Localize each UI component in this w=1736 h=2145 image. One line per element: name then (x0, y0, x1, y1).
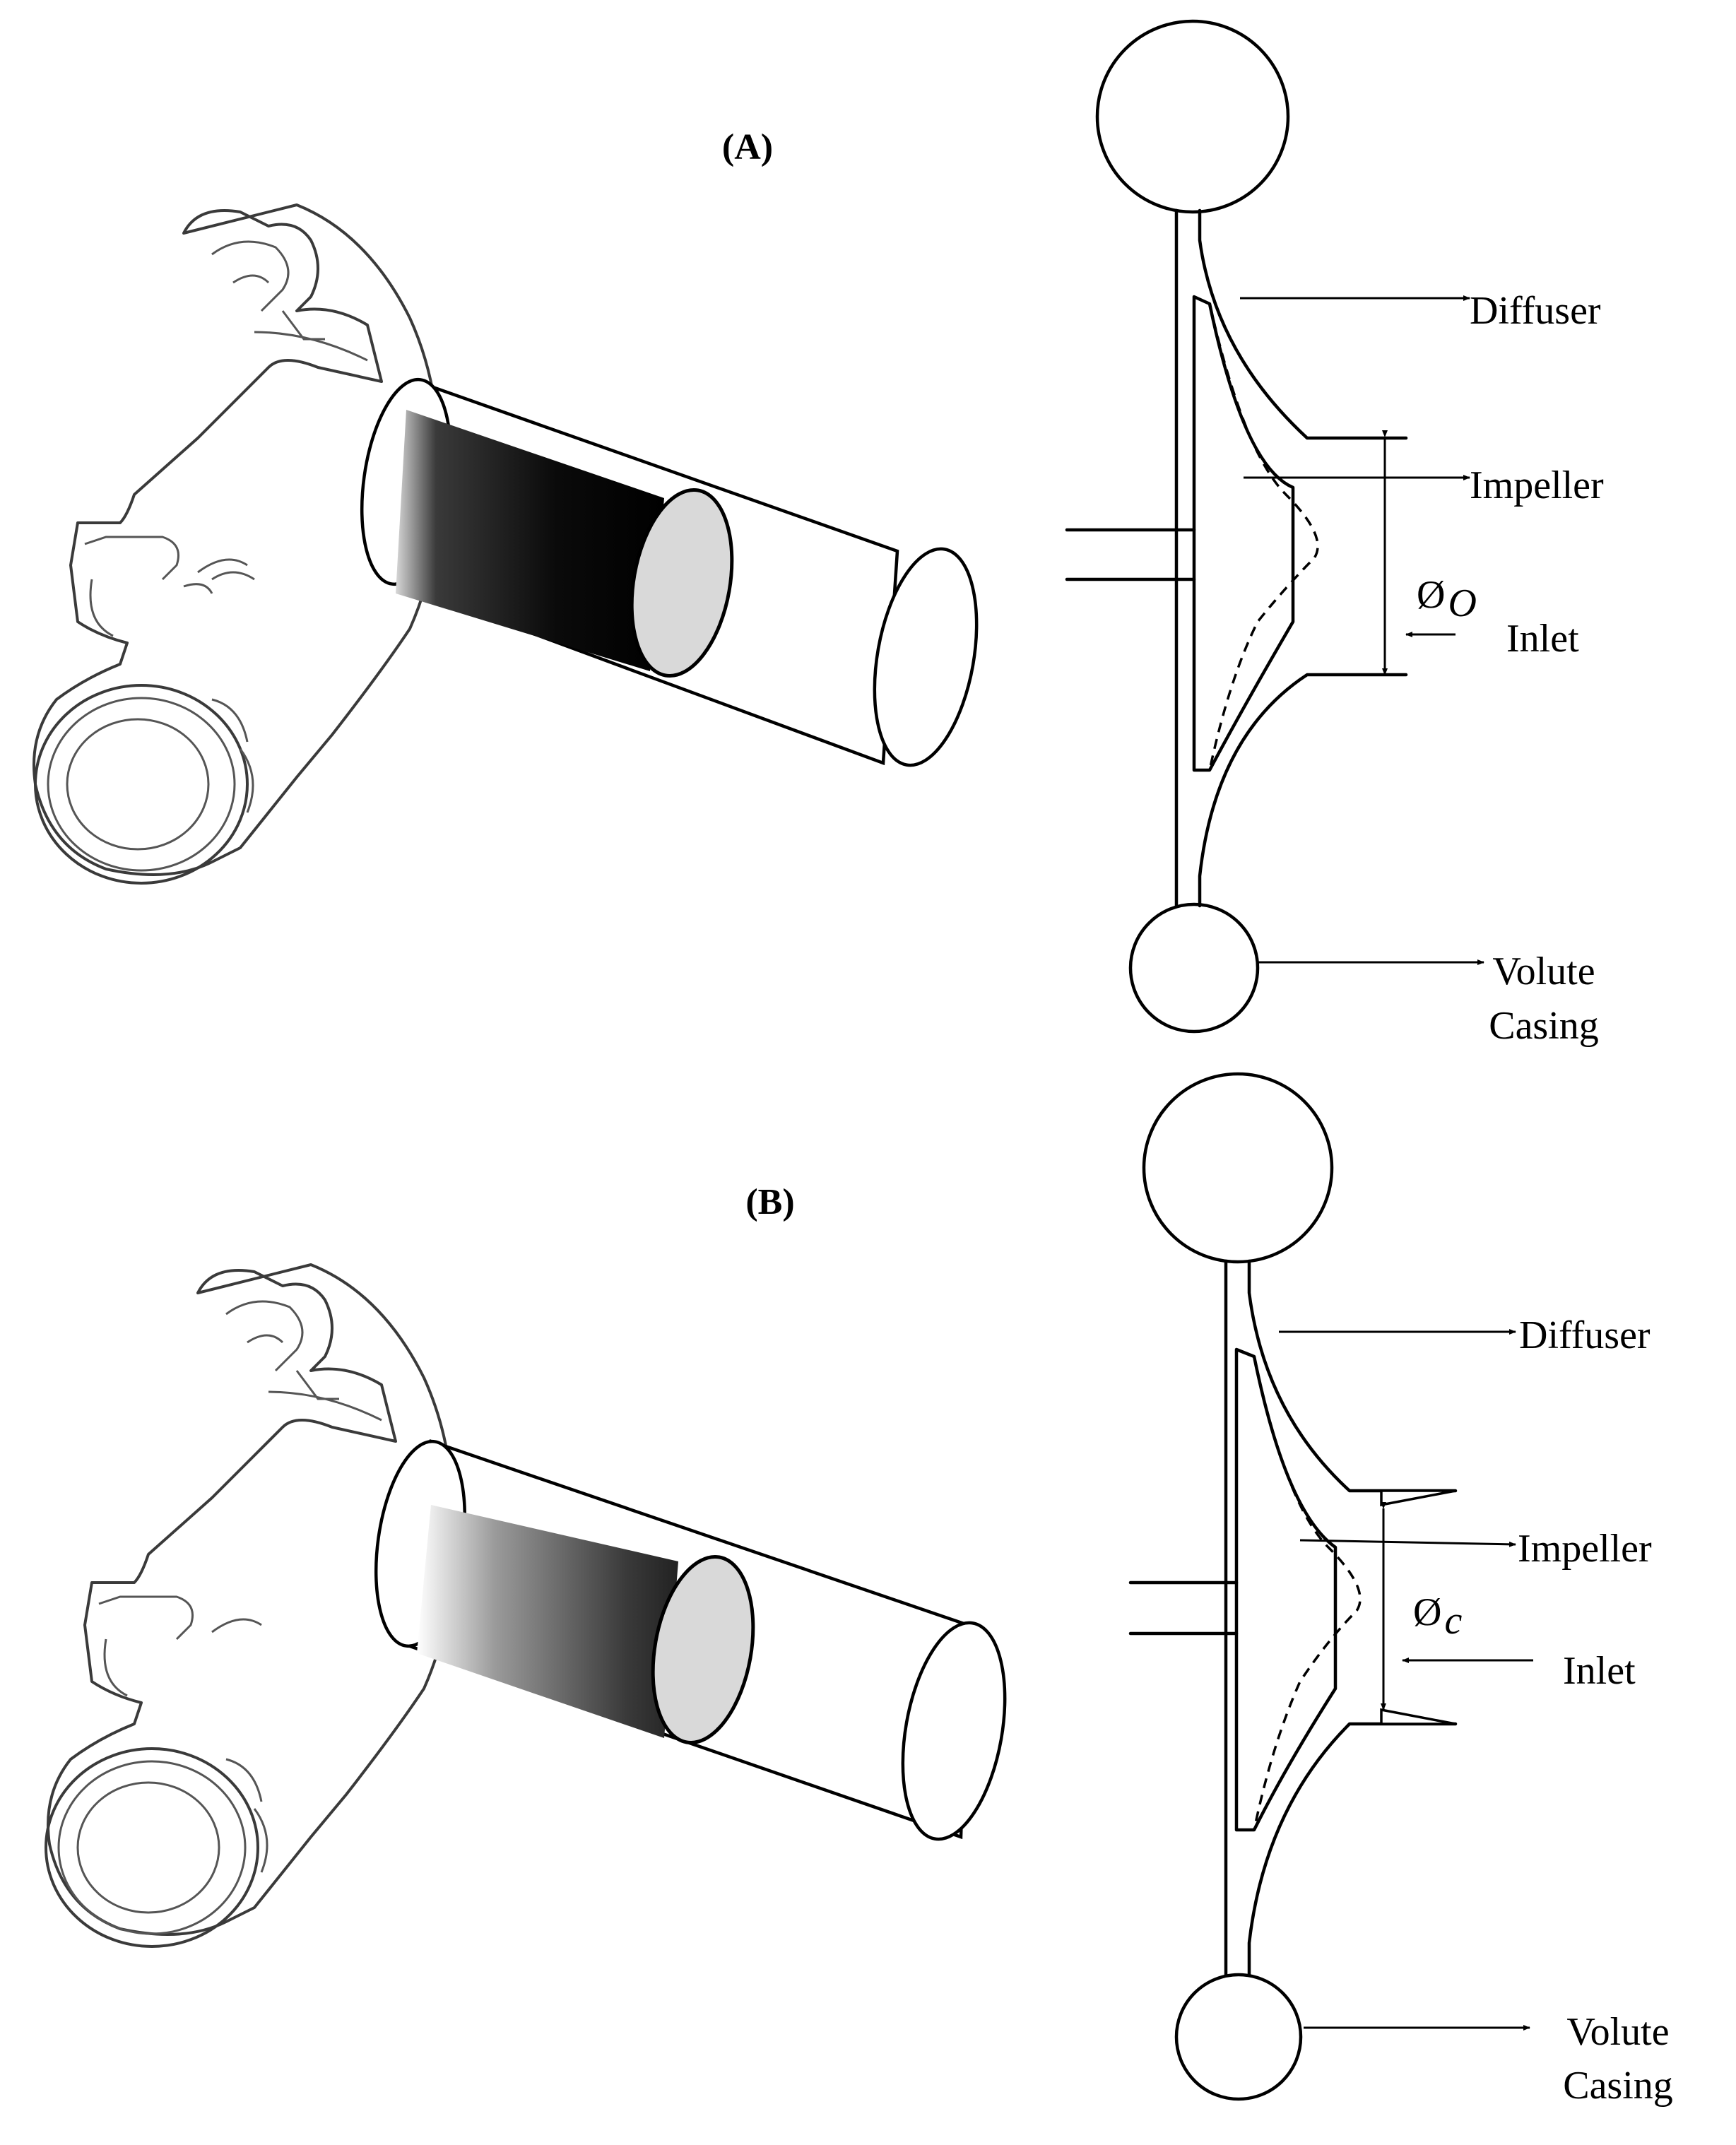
panel-b-volute-bottom (1174, 1973, 1303, 2101)
panel-a-3d-compressor-sketch (33, 203, 979, 885)
panel-a-casing-label: Casing (1489, 1004, 1599, 1048)
panel-a-impeller-label: Impeller (1470, 463, 1604, 507)
panel-b-label: (B) (745, 1182, 794, 1222)
panel-b-3d-compressor-sketch (45, 1263, 1007, 1948)
panel-b-volute-label: Volute (1566, 2010, 1669, 2054)
panel-a-diffuser-label: Diffuser (1470, 289, 1601, 333)
panel-b-volute-top (1142, 1072, 1334, 1264)
panel-a-inlet-pipe (360, 377, 979, 767)
panel-b-diameter-symbol: Øc (1413, 1590, 1462, 1643)
panel-a-pipe-opening (873, 547, 979, 767)
panel-a-cross-section: Diffuser Impeller Inlet Volute Casing ØO (1065, 19, 1604, 1048)
panel-a-volute-label: Volute (1492, 950, 1595, 993)
panel-b-diffuser-label: Diffuser (1519, 1313, 1651, 1357)
panel-a-volute-bottom (1128, 902, 1260, 1034)
panel-b-inlet-disc (651, 1554, 755, 1745)
panel-a-volute-top (1095, 19, 1290, 214)
panel-b-cross-section: Diffuser Impeller Inlet Volute Casing Øc (1128, 1072, 1673, 2108)
panel-a-inlet-label: Inlet (1506, 617, 1579, 661)
panel-a-diameter-symbol: ØO (1417, 573, 1477, 625)
panel-b-inlet-label: Inlet (1563, 1649, 1636, 1693)
panel-b-impeller-label: Impeller (1518, 1527, 1652, 1571)
panel-a-inlet-disc (630, 488, 734, 678)
panel-a: (A) (33, 19, 1604, 1048)
panel-b: (B) (45, 1072, 1673, 2108)
panel-b-inlet-pipe (374, 1438, 1007, 1841)
panel-a-label: (A) (722, 127, 773, 167)
panel-b-casing-label: Casing (1563, 2064, 1673, 2108)
panel-b-pipe-opening (901, 1621, 1007, 1841)
